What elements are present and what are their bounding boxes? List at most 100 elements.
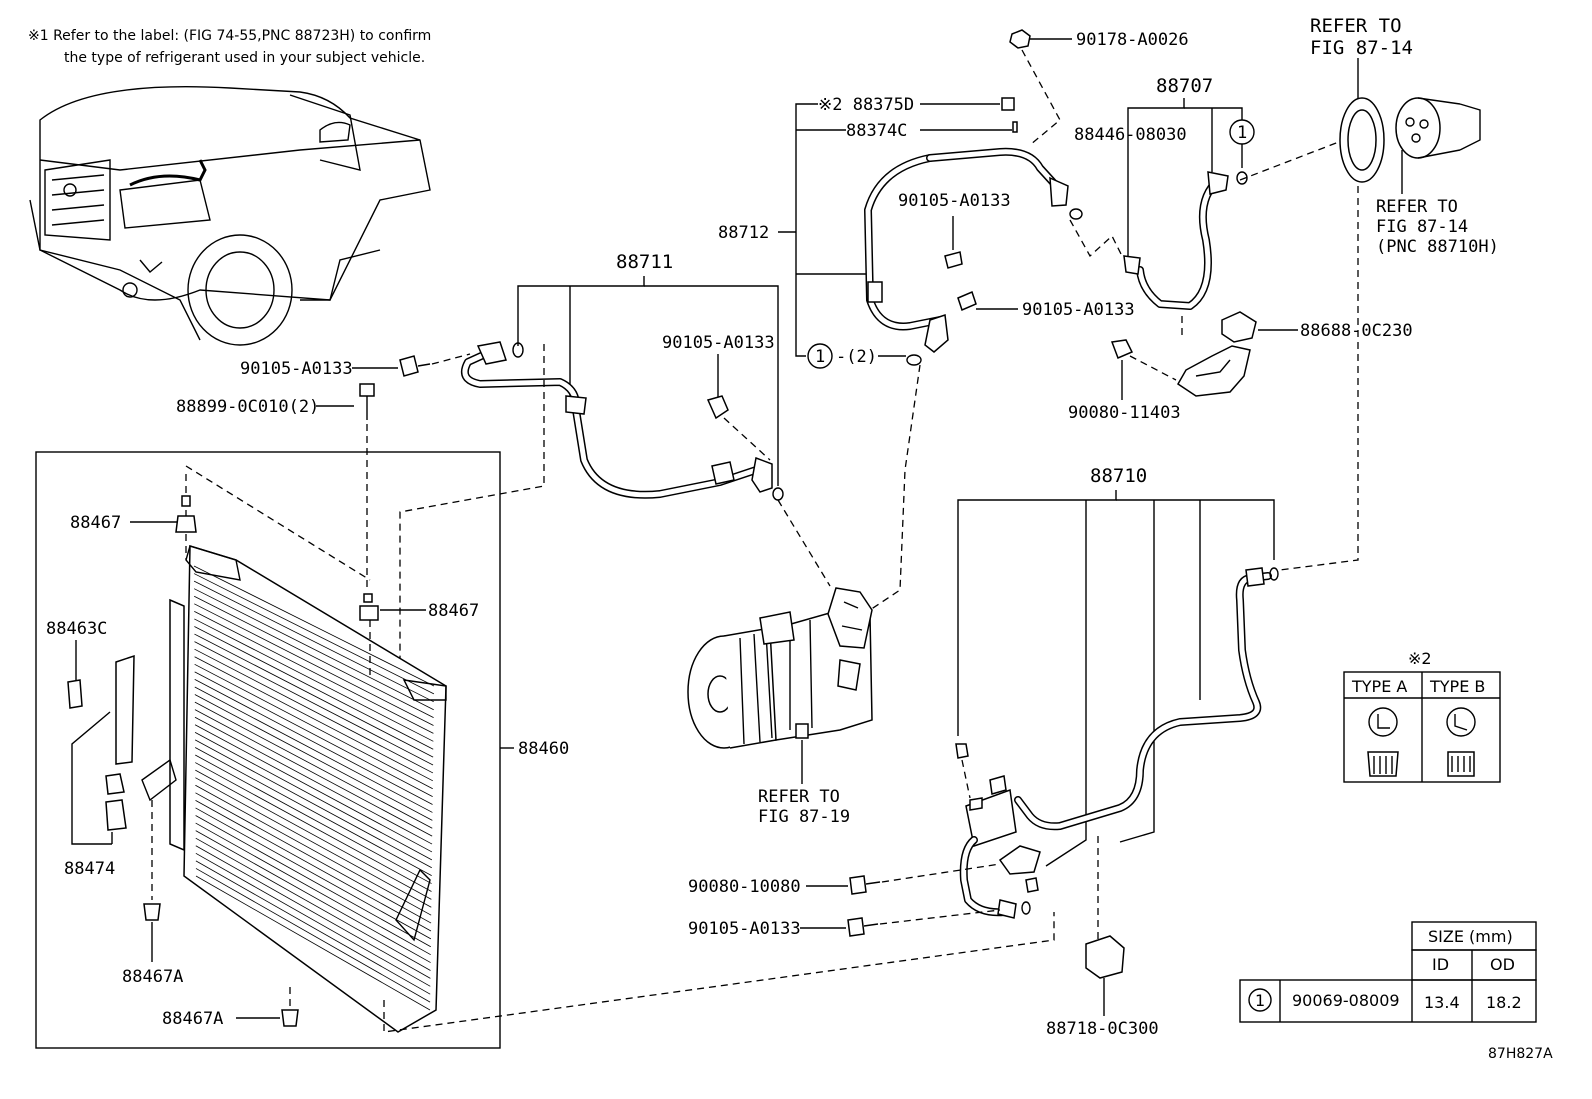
label-refer-top: REFER TO — [1310, 15, 1402, 37]
note-line-1: ※1 Refer to the label: (FIG 74-55,PNC 88… — [28, 28, 431, 44]
size-table-id-header: ID — [1432, 955, 1449, 974]
condenser-fin — [195, 875, 431, 1011]
label-88460: 88460 — [518, 739, 569, 759]
label-88474: 88474 — [64, 859, 115, 879]
figure-code: 87H827A — [1488, 1046, 1553, 1062]
part-88688-0c230 — [1177, 311, 1257, 397]
label-pnc-88710h: (PNC 88710H) — [1376, 237, 1499, 257]
condenser-fin — [195, 837, 431, 971]
condenser-fin — [195, 822, 431, 956]
cap-88375d — [1001, 97, 1015, 111]
label-refer-comp: REFER TO — [758, 787, 840, 807]
circle-1-left — [807, 343, 833, 369]
condenser-fin — [194, 724, 433, 853]
condenser-fin — [195, 860, 431, 995]
size-table-od-header: OD — [1490, 955, 1515, 974]
condenser-fin — [195, 807, 432, 940]
label-fig-87-14-right: FIG 87-14 — [1376, 217, 1468, 237]
condenser-fin — [195, 815, 431, 948]
svg-text:1: 1 — [815, 347, 825, 367]
label-refer-right: REFER TO — [1376, 197, 1458, 217]
condenser-fin — [194, 618, 434, 742]
label-88688-0c230: 88688-0C230 — [1300, 321, 1413, 341]
label-90105-a0133-left: 90105-A0133 — [240, 359, 353, 379]
condenser-fin — [194, 663, 433, 790]
label-88467a-left: 88467A — [122, 967, 183, 987]
label-88711: 88711 — [616, 251, 673, 273]
label-88463c: 88463C — [46, 619, 107, 639]
label-90105-a0133-upper: 90105-A0133 — [898, 191, 1011, 211]
valve-core-88374c — [1012, 121, 1018, 133]
condenser-fin — [195, 792, 432, 924]
vehicle-sketch — [29, 86, 431, 346]
hose-fitting — [867, 281, 883, 303]
condenser-fin — [193, 573, 435, 695]
size-table: SIZE (mm) ID OD 1 90069-08009 13.4 18.2 — [1239, 921, 1537, 1023]
size-table-row-part: 90069-08009 — [1292, 991, 1400, 1010]
clamp-88718-0c300 — [1085, 935, 1125, 979]
label-fig-87-14-top: FIG 87-14 — [1310, 37, 1413, 59]
condenser-fin — [194, 671, 433, 797]
condenser-fin — [195, 830, 431, 963]
label-88718-0c300: 88718-0C300 — [1046, 1019, 1159, 1039]
condenser-fin — [195, 845, 431, 979]
condenser-fin — [194, 626, 434, 750]
label-88712: 88712 — [718, 223, 769, 243]
label-90080-10080: 90080-10080 — [688, 877, 801, 897]
condenser-fin — [194, 731, 433, 861]
part-90178-a0026 — [1009, 29, 1072, 146]
condenser-fin — [193, 565, 435, 687]
condenser-fin — [194, 694, 433, 821]
condenser-fin — [194, 709, 433, 837]
size-table-row-num: 1 — [1255, 991, 1265, 1010]
condenser-fin — [194, 686, 433, 813]
condenser-fin — [193, 588, 434, 711]
condenser-fin — [194, 603, 434, 726]
condenser-fin — [194, 641, 434, 766]
label-88467-upper: 88467 — [70, 513, 121, 533]
label-88446-08030: 88446-08030 — [1074, 125, 1187, 145]
condenser-88460 — [141, 544, 447, 1033]
condenser-fin — [194, 747, 432, 877]
label-fig-87-19: FIG 87-19 — [758, 807, 850, 827]
type-table-mark: ※2 — [1408, 649, 1432, 668]
condenser-fin — [194, 656, 434, 782]
condenser-fin — [194, 633, 434, 758]
label-90105-a0133-mid: 90105-A0133 — [1022, 300, 1135, 320]
condenser-fin — [194, 716, 433, 845]
condenser-fin — [194, 611, 434, 734]
condenser-fin — [195, 777, 432, 908]
note-line-2: the type of refrigerant used in your sub… — [64, 50, 425, 66]
condenser-fin — [195, 769, 432, 900]
label-88899-0c010: 88899-0C010(2) — [176, 397, 319, 417]
size-table-row-od: 18.2 — [1486, 993, 1522, 1012]
condenser-fin — [195, 754, 432, 884]
label-88374c: 88374C — [846, 121, 907, 141]
condenser-fin — [195, 762, 432, 892]
condenser-fin — [195, 784, 432, 916]
label-90105-a0133-lower: 90105-A0133 — [688, 919, 801, 939]
size-table-row-id: 13.4 — [1424, 993, 1460, 1012]
label-88375d: ※2 88375D — [818, 95, 914, 115]
type-a-header: TYPE A — [1351, 677, 1407, 696]
label-88707: 88707 — [1156, 75, 1213, 97]
condenser-fin — [194, 739, 432, 869]
label-circle1-qty: -(2) — [836, 347, 877, 367]
size-table-header: SIZE (mm) — [1428, 927, 1513, 946]
receiver-fitting — [1339, 97, 1481, 183]
compressor — [687, 587, 873, 749]
condenser-fin — [194, 648, 434, 774]
type-table: ※2 TYPE A TYPE B — [1343, 649, 1501, 783]
condenser-fin — [194, 679, 433, 805]
type-b-header: TYPE B — [1429, 677, 1485, 696]
label-90080-11403: 90080-11403 — [1068, 403, 1181, 423]
label-88710: 88710 — [1090, 465, 1147, 487]
label-88467a-bottom: 88467A — [162, 1009, 223, 1029]
svg-text:1: 1 — [1237, 123, 1247, 143]
condenser-fin — [195, 800, 432, 932]
label-88467-mid: 88467 — [428, 601, 479, 621]
label-90105-a0133-88711: 90105-A0133 — [662, 333, 775, 353]
condenser-fin — [193, 580, 434, 703]
condenser-fin — [194, 595, 434, 718]
